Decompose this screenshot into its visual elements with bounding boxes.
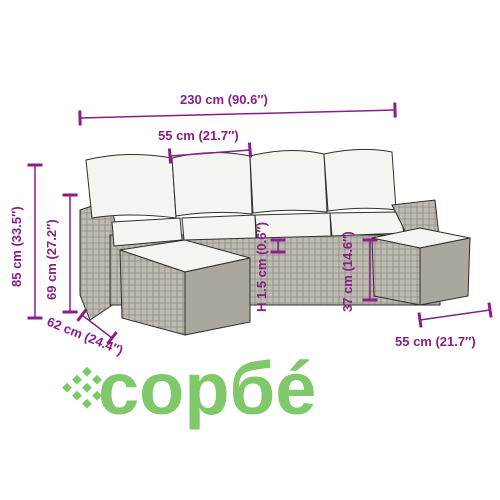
- brand-logo: сорбé: [62, 347, 316, 430]
- sofa-set-illustration: [79, 148, 471, 336]
- seat-width-label: 55 cm (21.7″): [158, 128, 239, 143]
- total-width-label: 230 cm (90.6″): [180, 92, 268, 107]
- ottoman-width-line: [417, 302, 493, 328]
- back-cushion-1: [85, 153, 177, 219]
- depth-line: [76, 308, 118, 345]
- total-width-line: [78, 102, 397, 126]
- seat-cushion-3: [254, 212, 332, 239]
- ottoman-left-side: [184, 257, 251, 336]
- back-cushion-4: [323, 148, 397, 212]
- seat-cushion-2: [181, 214, 257, 241]
- ottoman-width-label: 55 cm (21.7″): [395, 334, 476, 349]
- dimension-lines: [27, 102, 493, 345]
- total-height-label: 85 cm (33.5″): [9, 206, 24, 287]
- ottoman-right-side: [419, 237, 471, 306]
- seat-width-line: [167, 142, 253, 164]
- brand-wordmark: сорбé: [98, 347, 316, 430]
- back-cushion-2: [171, 151, 253, 217]
- back-cushion-3: [249, 149, 328, 214]
- ottoman-right-front: [371, 237, 421, 306]
- rattan-weave-icon: [62, 366, 102, 409]
- cushion-thickness-label: H 1.5 cm (0.6″): [254, 222, 269, 312]
- ottoman-height-label: 37 cm (14.6″): [340, 231, 355, 312]
- armrest-height-label: 69 cm (27.2″): [44, 219, 59, 300]
